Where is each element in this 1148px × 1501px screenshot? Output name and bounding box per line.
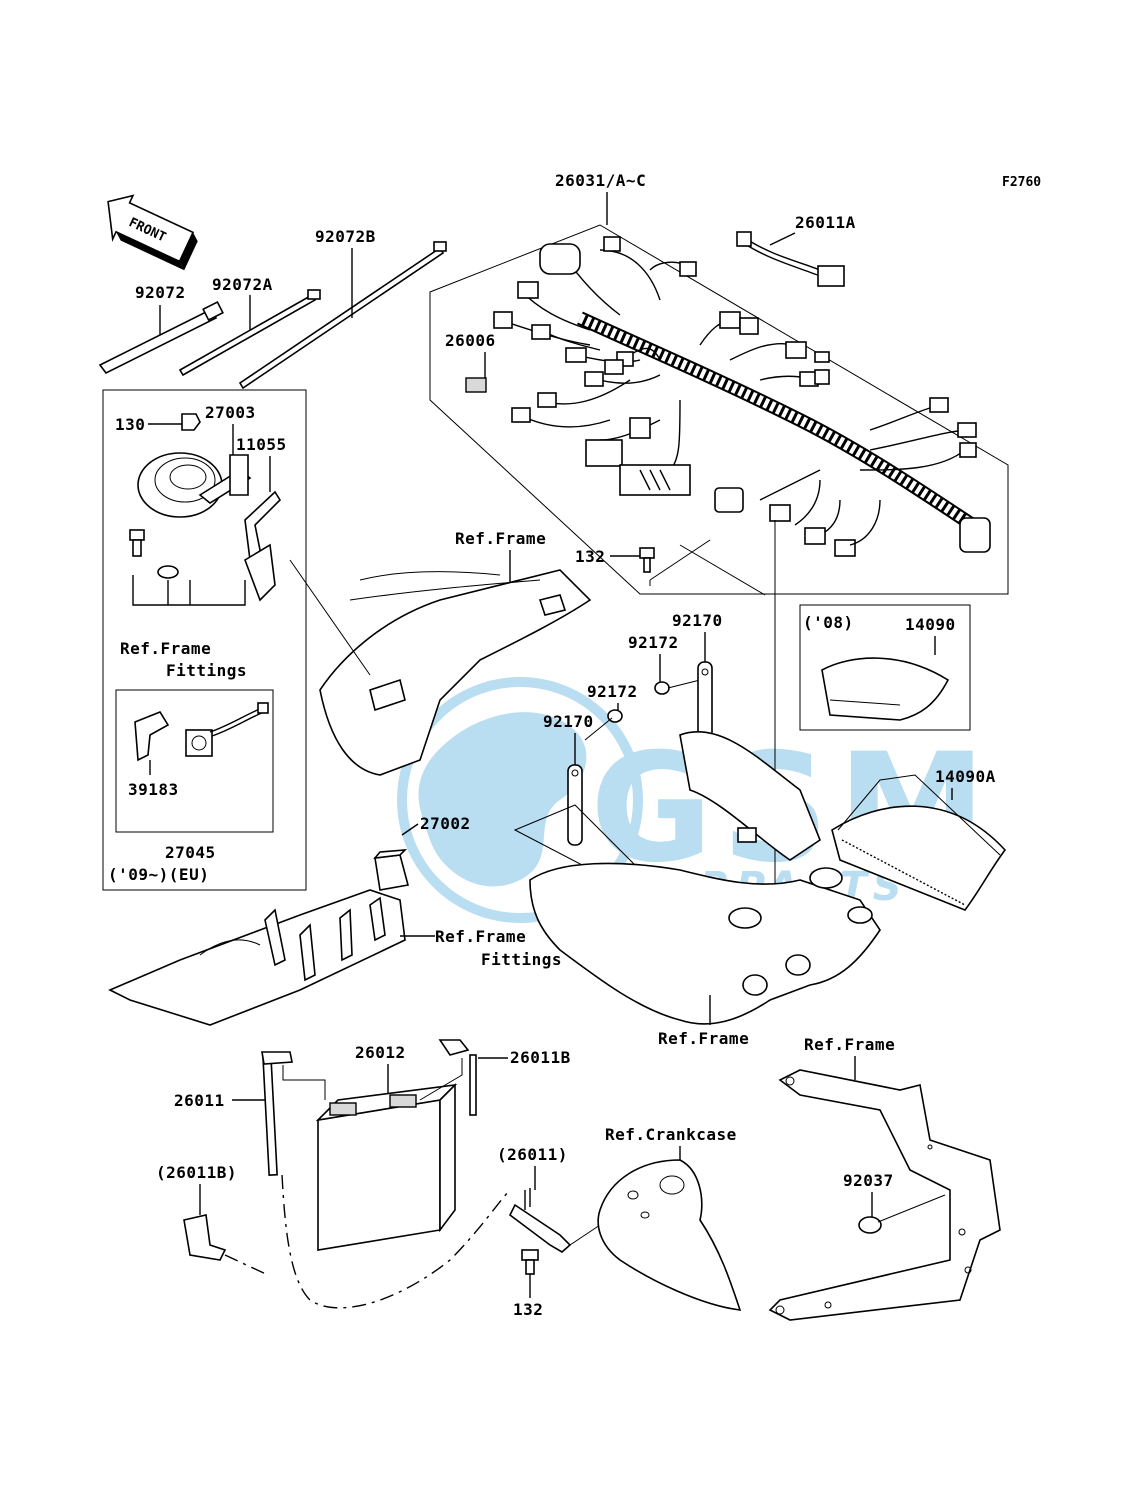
switch-27045 bbox=[185, 702, 269, 757]
ref-frame-bottom-mid: Ref.Frame bbox=[658, 1029, 749, 1048]
label-26031: 26031/A~C bbox=[555, 171, 646, 190]
label-26011-paren: (26011) bbox=[497, 1145, 568, 1164]
ref-frame-fittings-left-line2: Fittings bbox=[166, 661, 247, 680]
label-27045: 27045 bbox=[165, 843, 216, 862]
figure-code: F2760 bbox=[1002, 175, 1041, 190]
label-92170-a: 92170 bbox=[672, 611, 723, 630]
harness-26011A bbox=[736, 231, 845, 287]
label-92072A: 92072A bbox=[212, 275, 273, 294]
note-08: ('08) bbox=[803, 613, 854, 632]
ref-frame-fittings-mid-line2: Fittings bbox=[481, 950, 562, 969]
harness-box-outline bbox=[429, 224, 1009, 595]
horn-27003 bbox=[137, 452, 252, 518]
relay-27002 bbox=[373, 849, 409, 891]
box-14090 bbox=[799, 604, 971, 731]
ref-frame-bottom-right: Ref.Frame bbox=[804, 1035, 895, 1054]
cable-tie-92072B bbox=[238, 241, 447, 390]
label-92172-b: 92172 bbox=[587, 682, 638, 701]
battery-tray bbox=[108, 889, 406, 1026]
clip-92172-a bbox=[654, 681, 670, 695]
bolt-132-top bbox=[639, 547, 655, 573]
ref-crankcase: Ref.Crankcase bbox=[605, 1125, 737, 1144]
clamp-92037 bbox=[858, 1216, 882, 1234]
clamp-39183 bbox=[134, 711, 170, 762]
bolt-washer-left bbox=[129, 529, 179, 579]
label-132-top: 132 bbox=[575, 547, 605, 566]
relay-26006 bbox=[465, 377, 487, 393]
cable-tie-92072 bbox=[98, 300, 224, 375]
bracket-11055 bbox=[244, 490, 282, 602]
bolt-130 bbox=[181, 413, 201, 431]
label-92037: 92037 bbox=[843, 1171, 894, 1190]
label-130: 130 bbox=[115, 415, 145, 434]
strap-92170-a bbox=[697, 661, 713, 741]
battery-26012 bbox=[315, 1083, 458, 1251]
main-frame-center bbox=[529, 730, 881, 1025]
label-26011A: 26011A bbox=[795, 213, 856, 232]
crankcase bbox=[597, 1159, 742, 1311]
label-92072: 92072 bbox=[135, 283, 186, 302]
bolt-132-bottom bbox=[521, 1249, 539, 1275]
label-27002: 27002 bbox=[420, 814, 471, 833]
front-arrow-icon: FRONT bbox=[107, 194, 198, 271]
label-26006: 26006 bbox=[445, 331, 496, 350]
cable-26011 bbox=[261, 1051, 293, 1176]
main-harness bbox=[493, 236, 991, 557]
label-14090A: 14090A bbox=[935, 767, 996, 786]
ref-frame-fittings-left-line1: Ref.Frame bbox=[120, 639, 211, 658]
label-92072B: 92072B bbox=[315, 227, 376, 246]
cable-26011B bbox=[438, 1039, 477, 1116]
label-14090: 14090 bbox=[905, 615, 956, 634]
cable-tie-92072A bbox=[178, 289, 321, 377]
label-26011: 26011 bbox=[174, 1091, 225, 1110]
label-92172-a: 92172 bbox=[628, 633, 679, 652]
label-26011B-paren: (26011B) bbox=[156, 1163, 237, 1182]
label-39183: 39183 bbox=[128, 780, 179, 799]
label-26011B: 26011B bbox=[510, 1048, 571, 1067]
ref-frame-fittings-mid-line1: Ref.Frame bbox=[435, 927, 526, 946]
note-09-eu: ('09~)(EU) bbox=[108, 865, 209, 884]
label-27003: 27003 bbox=[205, 403, 256, 422]
rear-frame-top bbox=[319, 569, 592, 776]
terminal-26011 bbox=[508, 1188, 572, 1253]
frame-right bbox=[768, 1069, 1001, 1321]
label-92170-b: 92170 bbox=[543, 712, 594, 731]
cover-14090A bbox=[831, 774, 1007, 911]
label-26012: 26012 bbox=[355, 1043, 406, 1062]
switch-box-27045 bbox=[115, 689, 274, 833]
horn-box bbox=[102, 389, 307, 891]
terminal-26011B bbox=[183, 1214, 227, 1261]
clip-92172-b bbox=[607, 709, 623, 723]
ref-frame-top: Ref.Frame bbox=[455, 529, 546, 548]
label-132-bottom: 132 bbox=[513, 1300, 543, 1319]
label-11055: 11055 bbox=[236, 435, 287, 454]
cover-14090 bbox=[821, 657, 950, 721]
